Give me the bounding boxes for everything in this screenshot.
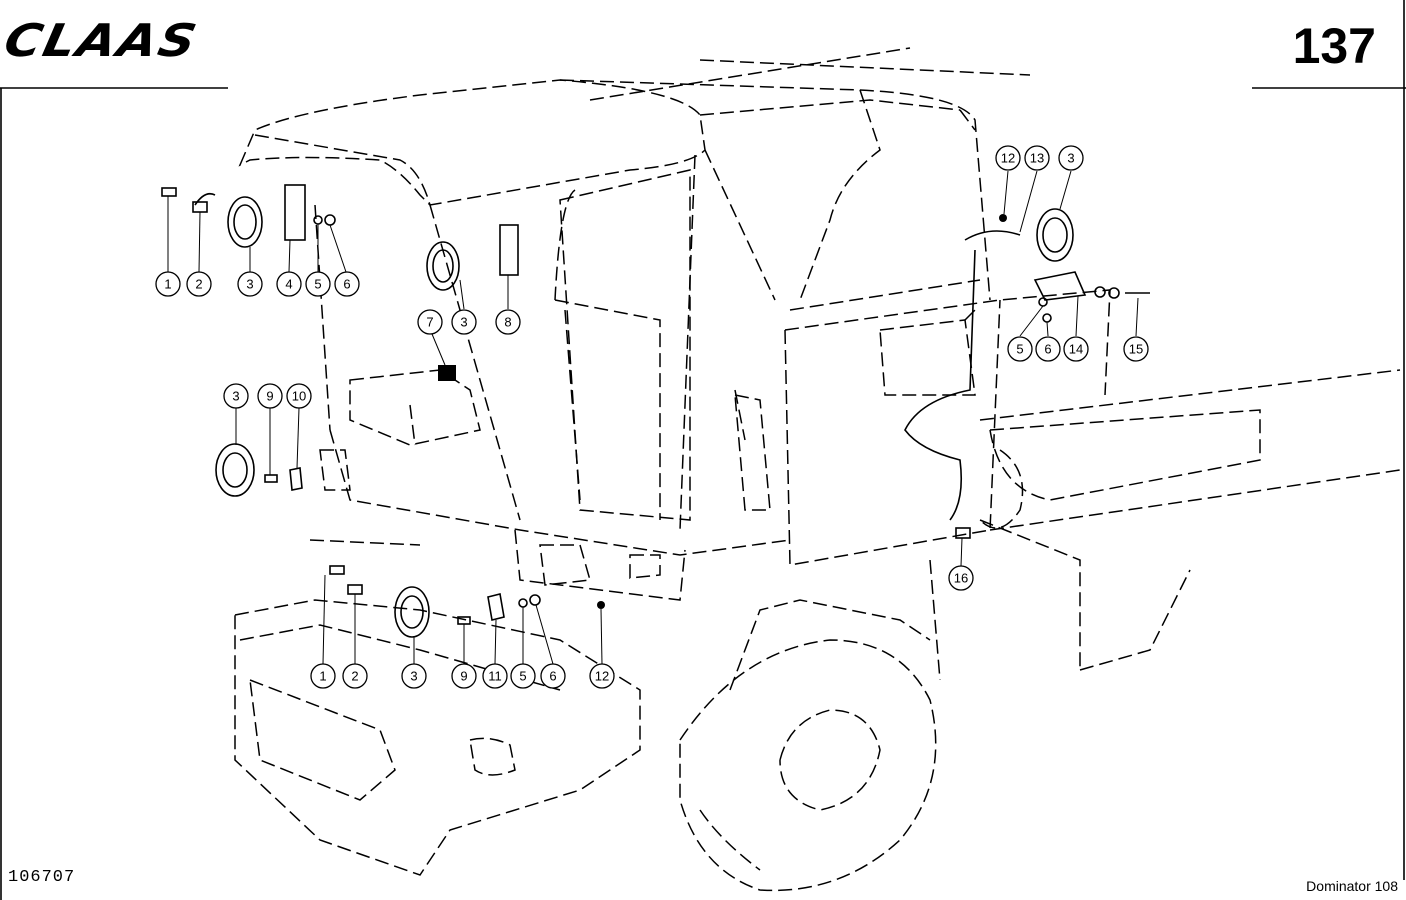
svg-text:16: 16 <box>954 571 968 586</box>
callout-9: 9 <box>451 663 477 689</box>
callout-3: 3 <box>223 383 249 409</box>
work-lamp-left-rear <box>161 184 336 248</box>
callout-16: 16 <box>948 565 974 591</box>
svg-text:7: 7 <box>426 315 433 330</box>
beacon-light <box>438 365 456 381</box>
callout-5: 5 <box>305 271 331 297</box>
callout-10: 10 <box>286 383 312 409</box>
callout-4: 4 <box>276 271 302 297</box>
callout-6: 6 <box>540 663 566 689</box>
callout-6: 6 <box>334 271 360 297</box>
svg-text:5: 5 <box>1016 342 1023 357</box>
callout-1: 1 <box>155 271 181 297</box>
callout-3: 3 <box>401 663 427 689</box>
svg-text:11: 11 <box>488 669 502 684</box>
svg-text:9: 9 <box>460 669 467 684</box>
svg-text:3: 3 <box>410 669 417 684</box>
callout-3: 3 <box>1058 145 1084 171</box>
callout-9: 9 <box>257 383 283 409</box>
callout-12: 12 <box>995 145 1021 171</box>
svg-text:3: 3 <box>460 315 467 330</box>
leader-lines <box>167 170 1139 665</box>
model-name: Dominator 108 <box>1306 878 1398 894</box>
work-lamp-left-front <box>426 224 519 291</box>
callout-1: 1 <box>310 663 336 689</box>
svg-text:1: 1 <box>164 277 171 292</box>
callout-2: 2 <box>186 271 212 297</box>
svg-text:12: 12 <box>1001 151 1015 166</box>
callout-13: 13 <box>1024 145 1050 171</box>
svg-text:2: 2 <box>351 669 358 684</box>
page-number: 137 <box>1292 18 1376 74</box>
svg-text:8: 8 <box>504 315 511 330</box>
callout-8: 8 <box>495 309 521 335</box>
callout-6: 6 <box>1035 336 1061 362</box>
callout-2: 2 <box>342 663 368 689</box>
work-lamp-right <box>904 208 1150 539</box>
work-lamp-header <box>329 565 605 638</box>
svg-text:14: 14 <box>1069 342 1083 357</box>
svg-text:5: 5 <box>519 669 526 684</box>
svg-text:6: 6 <box>343 277 350 292</box>
svg-text:13: 13 <box>1030 151 1044 166</box>
svg-text:5: 5 <box>314 277 321 292</box>
svg-text:9: 9 <box>266 389 273 404</box>
callout-3: 3 <box>237 271 263 297</box>
svg-text:6: 6 <box>1044 342 1051 357</box>
svg-text:1: 1 <box>319 669 326 684</box>
callout-12: 12 <box>589 663 615 689</box>
svg-text:4: 4 <box>285 277 292 292</box>
callout-14: 14 <box>1063 336 1089 362</box>
svg-text:2: 2 <box>195 277 202 292</box>
svg-text:3: 3 <box>232 389 239 404</box>
combine-outline <box>234 47 1401 892</box>
callout-11: 11 <box>482 663 508 689</box>
callout-7: 7 <box>417 309 443 335</box>
work-lamp-side <box>215 443 303 497</box>
svg-text:6: 6 <box>549 669 556 684</box>
svg-text:15: 15 <box>1129 342 1143 357</box>
svg-text:3: 3 <box>246 277 253 292</box>
callout-3: 3 <box>451 309 477 335</box>
callout-15: 15 <box>1123 336 1149 362</box>
svg-text:12: 12 <box>595 669 609 684</box>
svg-text:10: 10 <box>292 389 306 404</box>
svg-text:3: 3 <box>1067 151 1074 166</box>
callout-5: 5 <box>510 663 536 689</box>
drawing-number: 106707 <box>8 868 76 887</box>
callout-5: 5 <box>1007 336 1033 362</box>
